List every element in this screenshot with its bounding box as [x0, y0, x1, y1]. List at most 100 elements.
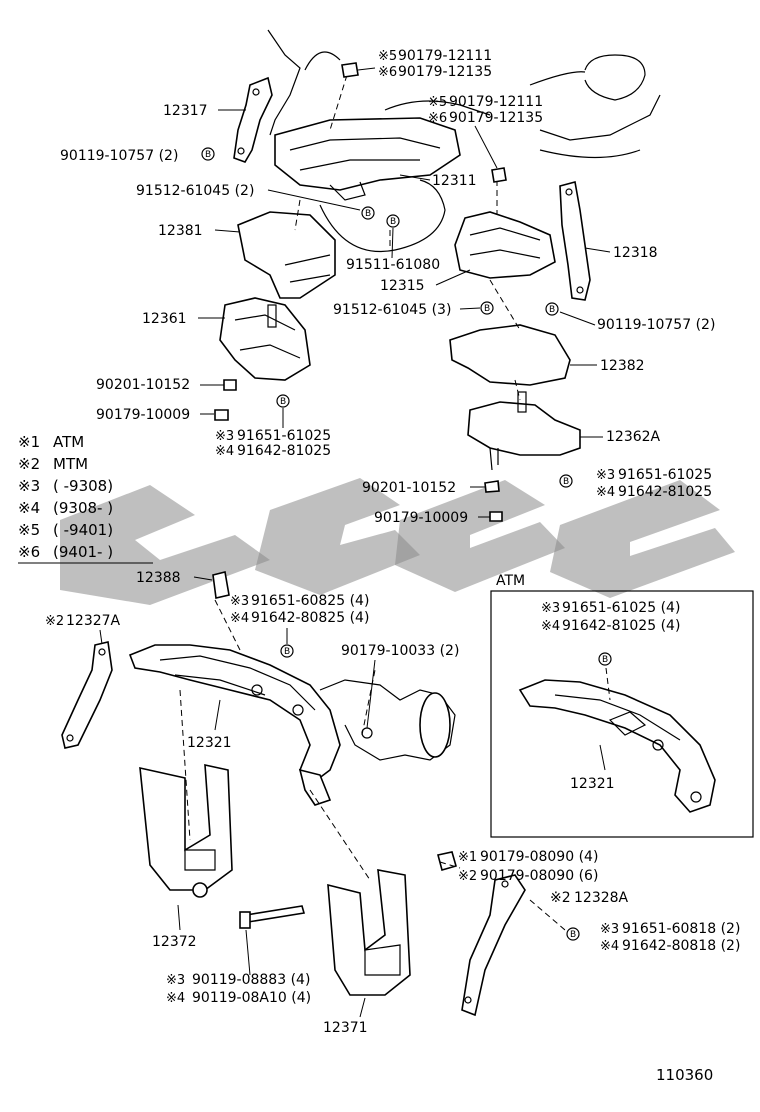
part-number-label: 12321: [187, 735, 232, 751]
label-mark: ※4: [596, 485, 615, 500]
legend-text: (9401- ): [53, 543, 113, 561]
part-number-label: 91651-61025: [237, 428, 331, 444]
part-labels: ※5 90179-12111 ※6 90179-12135 ※5 90179-1…: [45, 48, 740, 1084]
legend-text: ( -9401): [53, 521, 113, 539]
nut-icon: [484, 480, 500, 493]
label-mark: ※4: [215, 444, 234, 459]
legend-text: (9308- ): [53, 499, 113, 517]
nut-icon: [341, 62, 359, 78]
part-number-label: 91511-61080: [346, 257, 440, 273]
bolt-b-icon: B: [201, 147, 215, 161]
part-number-label: 91642-81025: [237, 443, 331, 459]
part-number-label: 12388: [136, 570, 181, 586]
part-number-label: 91642-81025: [618, 484, 712, 500]
part-number-label: 90201-10152: [362, 480, 456, 496]
label-mark: ※3: [230, 594, 249, 609]
part-number-label: 90179-10033 (2): [341, 643, 459, 659]
label-mark: ※3: [166, 973, 185, 988]
label-mark: ※5: [378, 49, 397, 64]
part-number-label: 91651-61025: [618, 467, 712, 483]
figure-number: 110360: [656, 1066, 713, 1084]
part-number-label: 90179-12135: [449, 110, 543, 126]
label-mark: ※4: [600, 939, 619, 954]
label-mark: ※3: [215, 429, 234, 444]
part-number-label: 90179-08090 (6): [480, 868, 598, 884]
svg-text:B: B: [549, 305, 555, 315]
legend-mark: ※1: [18, 433, 40, 451]
svg-text:B: B: [205, 150, 211, 160]
nut-icon: [437, 851, 457, 871]
bolt-b-icon: B: [280, 644, 294, 658]
part-number-label: 90179-10009: [96, 407, 190, 423]
part-number-label: 12372: [152, 934, 197, 950]
part-number-label: 90119-08A10 (4): [192, 990, 311, 1006]
part-number-label: 12318: [613, 245, 658, 261]
washer-icon: [214, 409, 229, 421]
part-number-label: 12382: [600, 358, 645, 374]
part-number-label: 12381: [158, 223, 203, 239]
part-number-label: 90119-10757 (2): [60, 148, 178, 164]
part-number-label: 91512-61045 (3): [333, 302, 451, 318]
label-mark: ※5: [428, 95, 447, 110]
part-number-label: 12317: [163, 103, 208, 119]
part-number-label: 12362A: [606, 429, 661, 445]
nut-icon: [491, 167, 507, 183]
fastener-markers: B B B B B B B B B B: [201, 62, 612, 941]
part-number-label: 90179-12111: [449, 94, 543, 110]
label-mark: ※4: [166, 991, 185, 1006]
part-number-label: 91651-60818 (2): [622, 921, 740, 937]
part-number-label: 91512-61045 (2): [136, 183, 254, 199]
legend-text: ATM: [53, 433, 84, 451]
svg-text:B: B: [365, 209, 371, 219]
washer-icon: [489, 511, 503, 522]
part-number-label: 12371: [323, 1020, 368, 1036]
bolt-b-icon: B: [545, 302, 559, 316]
part-number-label: 12311: [432, 173, 477, 189]
engine-top-assembly: [219, 29, 661, 471]
svg-text:B: B: [602, 655, 608, 665]
inset-title: ATM: [496, 573, 525, 589]
label-mark: ※1: [458, 850, 477, 865]
part-number-label: 90201-10152: [96, 377, 190, 393]
part-number-label: 12361: [142, 311, 187, 327]
inset-part-label: 91642-81025 (4): [562, 618, 680, 634]
nut-icon: [223, 379, 237, 391]
legend-text: MTM: [53, 455, 88, 473]
svg-text:B: B: [563, 477, 569, 487]
part-number-label: 91642-80825 (4): [251, 610, 369, 626]
label-mark: ※2: [45, 614, 64, 629]
part-number-label: 90179-12111: [398, 48, 492, 64]
bolt-b-icon: B: [566, 927, 580, 941]
bolt-b-icon: B: [559, 474, 573, 488]
inset-part-label: 12321: [570, 776, 615, 792]
part-number-label: 91651-60825 (4): [251, 593, 369, 609]
label-mark: ※3: [596, 468, 615, 483]
label-mark: ※2: [550, 890, 571, 906]
bolt-b-icon: B: [361, 206, 375, 220]
bolt-b-icon: B: [276, 394, 290, 408]
bolt-b-icon: B: [480, 301, 494, 315]
legend-text: ( -9308): [53, 477, 113, 495]
part-number-label: 90179-10009: [374, 510, 468, 526]
inset-mark: ※3: [541, 601, 560, 616]
legend-mark: ※4: [18, 499, 40, 517]
inset-mark: ※4: [541, 619, 560, 634]
svg-text:B: B: [280, 397, 286, 407]
label-mark: ※3: [600, 922, 619, 937]
svg-text:B: B: [484, 304, 490, 314]
part-number-label: 90119-08883 (4): [192, 972, 310, 988]
bolt-b-icon: B: [598, 652, 612, 666]
bolt-b-icon: B: [386, 214, 400, 228]
part-number-label: 12328A: [574, 890, 629, 906]
legend: ※1 ATM ※2 MTM ※3 ( -9308) ※4 (9308- ) ※5…: [18, 433, 153, 564]
part-number-label: 90179-08090 (4): [480, 849, 598, 865]
label-mark: ※6: [378, 65, 397, 80]
part-number-label: 91642-80818 (2): [622, 938, 740, 954]
part-number-label: 90119-10757 (2): [597, 317, 715, 333]
transmission-assembly: [61, 571, 566, 1017]
label-mark: ※6: [428, 111, 447, 126]
legend-mark: ※5: [18, 521, 40, 539]
legend-mark: ※3: [18, 477, 40, 495]
part-number-label: 90179-12135: [398, 64, 492, 80]
